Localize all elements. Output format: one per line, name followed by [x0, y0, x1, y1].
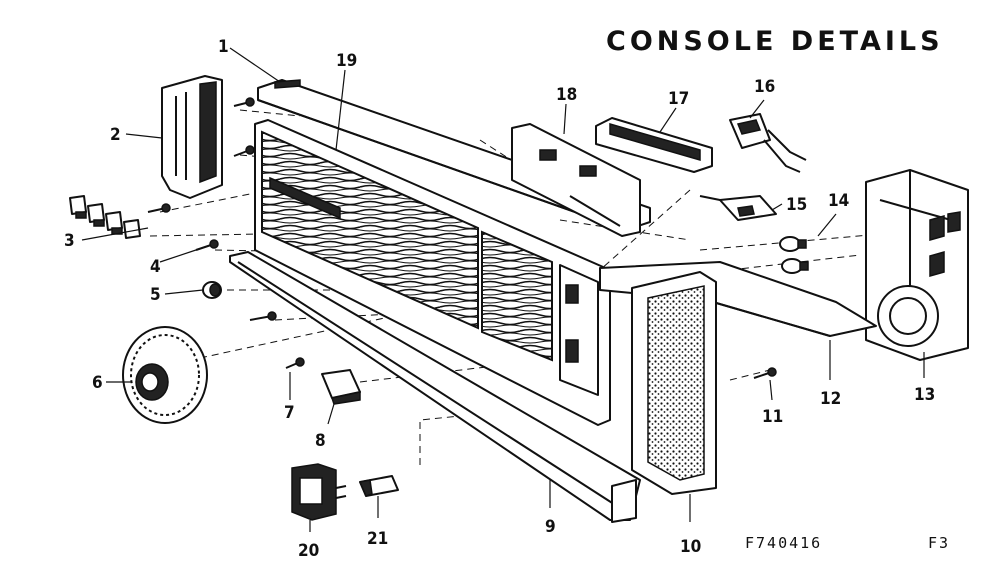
- callout-numbers: 1 2 3 4 5 6 7 8 9 10 11 12 13 14 15 16 1…: [64, 37, 935, 561]
- callout-7: 7: [284, 403, 295, 423]
- part-5-small-knob: [202, 281, 222, 299]
- callout-9: 9: [545, 517, 556, 537]
- callout-5: 5: [150, 285, 161, 305]
- drawing-number: F740416: [745, 534, 823, 552]
- callout-3: 3: [64, 231, 75, 251]
- callout-4: 4: [150, 257, 161, 277]
- callout-12: 12: [820, 389, 841, 409]
- callout-17: 17: [668, 89, 689, 109]
- part-19-woodgrain-panel: [254, 119, 611, 426]
- part-6-timer-dial: [122, 326, 208, 424]
- part-16-switch: [729, 113, 807, 173]
- callout-11: 11: [762, 407, 783, 427]
- callout-6: 6: [92, 373, 103, 393]
- callout-19: 19: [336, 51, 357, 71]
- callout-13: 13: [914, 385, 935, 405]
- leader-lines: [81, 47, 925, 532]
- page-reference: F3: [928, 534, 951, 552]
- callout-2: 2: [110, 125, 121, 145]
- part-13-timer-motor: [865, 169, 969, 361]
- callout-1: 1: [218, 37, 229, 57]
- part-14-lamps: [779, 236, 809, 274]
- callout-8: 8: [315, 431, 326, 451]
- callout-21: 21: [367, 529, 388, 549]
- part-8-switch-cap: [321, 369, 361, 405]
- part-21-indicator: [358, 475, 399, 497]
- callout-10: 10: [680, 537, 701, 557]
- callout-15: 15: [786, 195, 807, 215]
- part-15-terminal: [699, 195, 777, 221]
- screws: [147, 97, 777, 379]
- part-9-bottom-trim: [229, 251, 641, 523]
- part-20-rocker-switch: [291, 463, 347, 521]
- callout-18: 18: [556, 85, 577, 105]
- callout-16: 16: [754, 77, 775, 97]
- part-2-bracket: [161, 75, 223, 199]
- part-17-lamp-holder: [595, 117, 713, 173]
- part-18-mounting-plate: [511, 123, 641, 237]
- part-10-end-panel: [631, 271, 717, 495]
- callout-14: 14: [828, 191, 849, 211]
- callout-20: 20: [298, 541, 319, 561]
- part-3-push-buttons: [69, 195, 141, 239]
- diagram-title: CONSOLE DETAILS: [606, 26, 944, 57]
